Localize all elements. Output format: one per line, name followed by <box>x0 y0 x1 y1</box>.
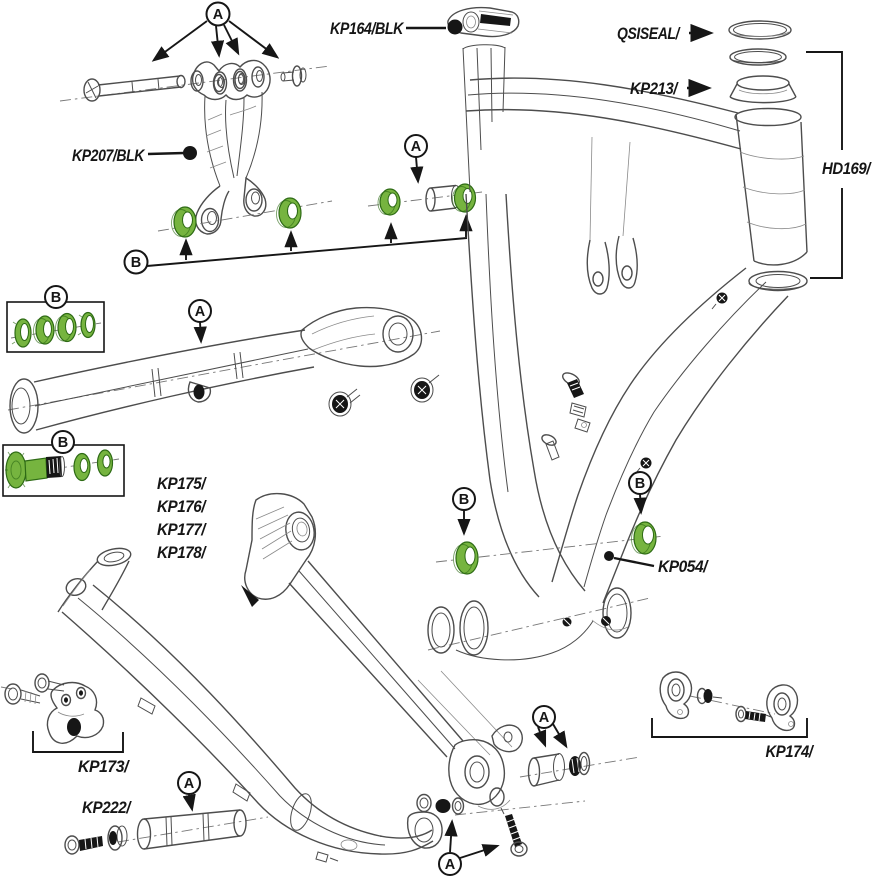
green-washer <box>73 452 91 482</box>
shock-link-arm: A <box>7 299 441 434</box>
kp213-cone <box>729 75 797 104</box>
pivot-plug <box>569 751 591 776</box>
kp173-hanger-group: KP173/ <box>0 673 131 776</box>
cable-guide-bolt <box>635 457 652 474</box>
callout-letter: A <box>184 776 195 792</box>
callout-letter: B <box>131 255 141 271</box>
axle-nut <box>107 825 128 851</box>
bottle-boss-screw <box>541 434 560 461</box>
part-label: KP213/ <box>630 79 679 98</box>
callout-letter: B <box>635 476 645 492</box>
guide-screw <box>696 687 723 705</box>
label-kp164: KP164/BLK <box>330 19 446 38</box>
bottle-boss-screw <box>562 372 584 398</box>
green-seal <box>631 521 657 555</box>
part-label: KP164/BLK <box>330 19 405 38</box>
callout-letter: A <box>445 857 456 873</box>
label-kp054: KP054/ <box>604 551 710 576</box>
callout-letter: A <box>411 139 422 155</box>
part-label: KP207/BLK <box>72 146 146 165</box>
callout-letter: B <box>58 435 68 451</box>
label-kp207: KP207/BLK <box>72 146 197 165</box>
cable-clamp-parts <box>569 402 591 433</box>
green-bushing <box>377 188 401 216</box>
green-pivot-axle <box>5 451 65 489</box>
rocker-link-assembly <box>59 59 333 238</box>
shock-mount-bushings: A <box>367 134 483 216</box>
part-label: KP178/ <box>157 543 207 562</box>
callout-letter: B <box>459 492 469 508</box>
green-bushing <box>171 206 197 238</box>
hanger-bolt <box>4 683 41 705</box>
green-bushing <box>276 197 302 229</box>
label-kp213: KP213/ <box>630 78 712 98</box>
hanger-bolt <box>34 673 65 693</box>
kp222-axle-group: KP222/ A <box>64 771 269 855</box>
hardware-kit-box-1: B <box>6 285 105 353</box>
guide-screw <box>735 705 772 723</box>
label-hd169: HD169/ <box>806 51 873 279</box>
label-qsiseal: QSISEAL/ <box>617 23 714 43</box>
green-washer <box>96 449 114 477</box>
part-label: KP054/ <box>658 557 710 576</box>
axle-tube <box>136 809 247 850</box>
part-label: KP177/ <box>157 520 207 539</box>
socket-bolt <box>410 374 440 403</box>
callout-letter: A <box>195 304 206 320</box>
qsiseal-part <box>728 20 792 40</box>
hardware-kit-box-2: B <box>2 430 125 497</box>
part-label: KP176/ <box>157 497 207 516</box>
derailleur-hanger <box>46 681 105 744</box>
guide-plate <box>659 671 693 720</box>
pivot-screw <box>500 807 528 857</box>
callout-letter: A <box>213 7 224 23</box>
callout-b-leader: B <box>123 214 473 275</box>
green-washer <box>11 318 32 348</box>
pivot-spacer <box>527 753 565 787</box>
seat-clamp <box>447 6 520 38</box>
pivot-bolt <box>435 797 465 815</box>
part-label: KP222/ <box>82 798 132 817</box>
kp174-guide-group: KP174/ <box>651 671 815 761</box>
part-label: QSISEAL/ <box>617 24 681 43</box>
part-label: KP174/ <box>766 742 815 761</box>
part-label: KP175/ <box>157 474 207 493</box>
headset-ring <box>729 48 787 66</box>
callout-letter: A <box>539 710 550 726</box>
cable-guide-bolt <box>711 292 728 310</box>
part-label: HD169/ <box>822 159 872 178</box>
green-washer <box>33 315 55 345</box>
headset-stack: QSISEAL/ KP213/ HD169/ <box>617 20 873 279</box>
part-label: KP173/ <box>78 757 131 776</box>
axle-bolt <box>64 835 103 855</box>
green-seal <box>453 541 479 575</box>
rear-pivot-hardware: A A <box>435 705 641 876</box>
guide-plate <box>766 684 799 732</box>
frame-front-triangle <box>462 44 808 604</box>
bottom-bracket-area: B B KP054/ <box>427 471 710 661</box>
callout-a-rocker: A <box>151 1 280 62</box>
label-kp175-178-stack: KP175/ KP176/ KP177/ KP178/ <box>157 474 208 562</box>
callout-letter: B <box>51 290 61 306</box>
green-washer <box>55 312 77 343</box>
green-washer <box>77 311 96 339</box>
socket-bolt <box>328 388 361 417</box>
swingarm-assembly <box>57 493 523 863</box>
